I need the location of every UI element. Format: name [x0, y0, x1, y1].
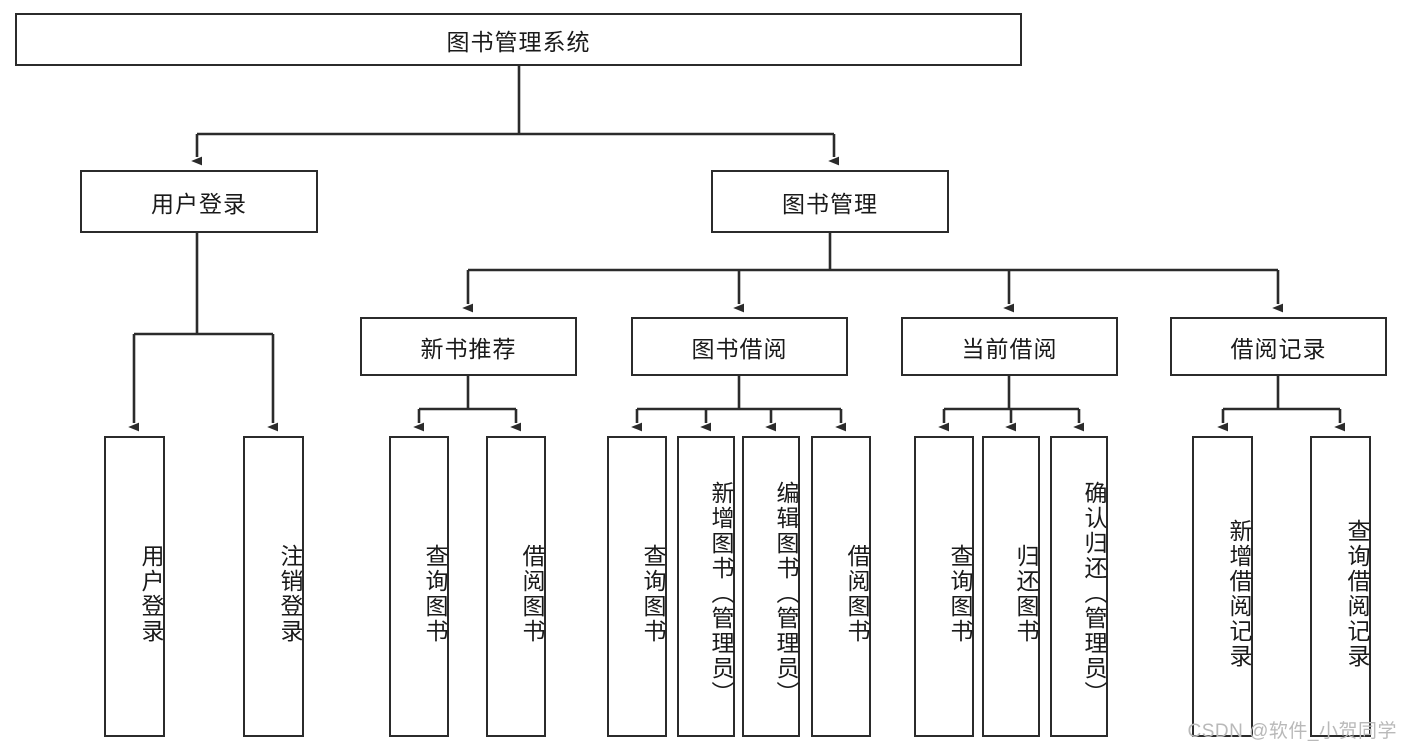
node-leaf-add-book-admin[interactable]: 新增图书（管理员） — [677, 436, 735, 737]
node-leaf-query-book-3[interactable]: 查询图书 — [914, 436, 974, 737]
node-leaf-query-book-2[interactable]: 查询图书 — [607, 436, 667, 737]
node-label: 确认归还（管理员） — [1081, 481, 1107, 706]
node-current-borrow[interactable]: 当前借阅 — [901, 317, 1118, 376]
node-label: 用户登录 — [138, 543, 164, 644]
node-label: 新增图书（管理员） — [708, 481, 734, 706]
node-leaf-confirm-return-admin[interactable]: 确认归还（管理员） — [1050, 436, 1108, 737]
node-book-borrow[interactable]: 图书借阅 — [631, 317, 848, 376]
csdn-watermark: CSDN @软件_小贺同学 — [1187, 721, 1397, 742]
node-label: 借阅图书 — [519, 543, 545, 644]
node-leaf-edit-book-admin[interactable]: 编辑图书（管理员） — [742, 436, 800, 737]
node-leaf-borrow-book-1[interactable]: 借阅图书 — [486, 436, 546, 737]
node-label: 用户登录 — [151, 190, 247, 217]
node-book-management[interactable]: 图书管理 — [711, 170, 949, 233]
node-label: 当前借阅 — [961, 335, 1058, 362]
node-label: 编辑图书（管理员） — [773, 481, 799, 706]
node-leaf-user-login[interactable]: 用户登录 — [104, 436, 165, 737]
node-leaf-logout-login[interactable]: 注销登录 — [243, 436, 304, 737]
node-label: 新书推荐 — [420, 335, 517, 362]
node-leaf-query-book-1[interactable]: 查询图书 — [389, 436, 449, 737]
node-borrow-record[interactable]: 借阅记录 — [1170, 317, 1387, 376]
node-leaf-return-book[interactable]: 归还图书 — [982, 436, 1040, 737]
node-book-management-system[interactable]: 图书管理系统 — [15, 13, 1022, 66]
node-leaf-add-borrow-record[interactable]: 新增借阅记录 — [1192, 436, 1253, 737]
node-new-book-recommend[interactable]: 新书推荐 — [360, 317, 577, 376]
node-leaf-borrow-book-2[interactable]: 借阅图书 — [811, 436, 871, 737]
node-label: 图书管理 — [782, 190, 878, 217]
node-label: 新增借阅记录 — [1226, 518, 1252, 669]
node-label: 查询图书 — [947, 543, 973, 644]
node-label: 查询图书 — [422, 543, 448, 644]
node-leaf-query-borrow-record[interactable]: 查询借阅记录 — [1310, 436, 1371, 737]
node-label: 注销登录 — [277, 543, 303, 644]
node-label: 归还图书 — [1013, 543, 1039, 644]
node-label: 查询图书 — [640, 543, 666, 644]
node-label: 借阅图书 — [844, 543, 870, 644]
node-user-login[interactable]: 用户登录 — [80, 170, 318, 233]
node-label: 图书借阅 — [691, 335, 788, 362]
node-label: 借阅记录 — [1230, 335, 1327, 362]
node-label: 查询借阅记录 — [1344, 518, 1370, 669]
node-label: 图书管理系统 — [446, 28, 591, 55]
